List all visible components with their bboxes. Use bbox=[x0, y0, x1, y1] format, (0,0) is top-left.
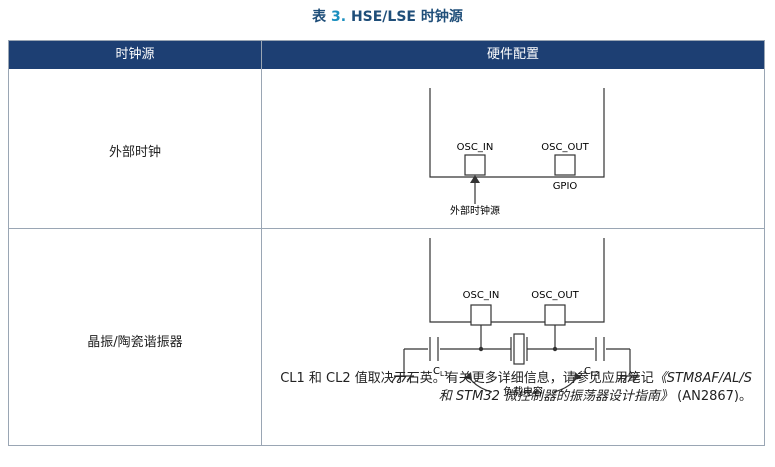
cl1-label: CL1 bbox=[433, 366, 448, 378]
arrow-up-icon bbox=[470, 175, 480, 183]
junction-dot bbox=[478, 346, 484, 352]
row-label-crystal: 晶振/陶瓷谐振器 bbox=[87, 335, 183, 350]
note-text-2: (AN2867)。 bbox=[677, 389, 752, 404]
note-title-2: 和 STM32 微控制器的振荡器设计指南》 bbox=[438, 389, 673, 404]
caption-number: 3. bbox=[331, 9, 347, 25]
gpio-label: GPIO bbox=[553, 181, 578, 192]
note-text-1: CL1 和 CL2 值取决于石英。有关更多详细信息，请参见应用笔记 bbox=[280, 371, 654, 386]
crystal-note: CL1 和 CL2 值取决于石英。有关更多详细信息，请参见应用笔记《STM8AF… bbox=[262, 370, 752, 406]
pin-osc-in-2: OSC_IN bbox=[463, 290, 500, 301]
cl2-label: CL2 bbox=[584, 366, 599, 378]
pin-osc-in-1: OSC_IN bbox=[457, 142, 494, 153]
clock-source-table: 时钟源 硬件配置 外部时钟 晶振/陶瓷谐振器 bbox=[8, 40, 765, 446]
caption-prefix: 表 bbox=[312, 9, 327, 25]
header-clock-source: 时钟源 bbox=[9, 41, 261, 69]
row-divider bbox=[9, 228, 764, 229]
curved-arrow-icon bbox=[574, 372, 582, 380]
column-divider bbox=[261, 41, 262, 445]
row-label-external-clock: 外部时钟 bbox=[108, 145, 161, 160]
junction-dot bbox=[552, 346, 558, 352]
table-caption: 表 3. HSE/LSE 时钟源 bbox=[0, 6, 775, 26]
external-clock-source-label: 外部时钟源 bbox=[450, 204, 500, 217]
load-capacitor-label: 负载电容 bbox=[503, 385, 543, 398]
caption-text: HSE/LSE 时钟源 bbox=[350, 9, 463, 25]
curved-arrow-icon bbox=[464, 372, 472, 380]
header-hardware-config: 硬件配置 bbox=[262, 41, 764, 69]
note-title-1: 《STM8AF/AL/S bbox=[653, 371, 752, 386]
pin-osc-out-1: OSC_OUT bbox=[541, 142, 589, 153]
pin-osc-out-2: OSC_OUT bbox=[531, 290, 579, 301]
